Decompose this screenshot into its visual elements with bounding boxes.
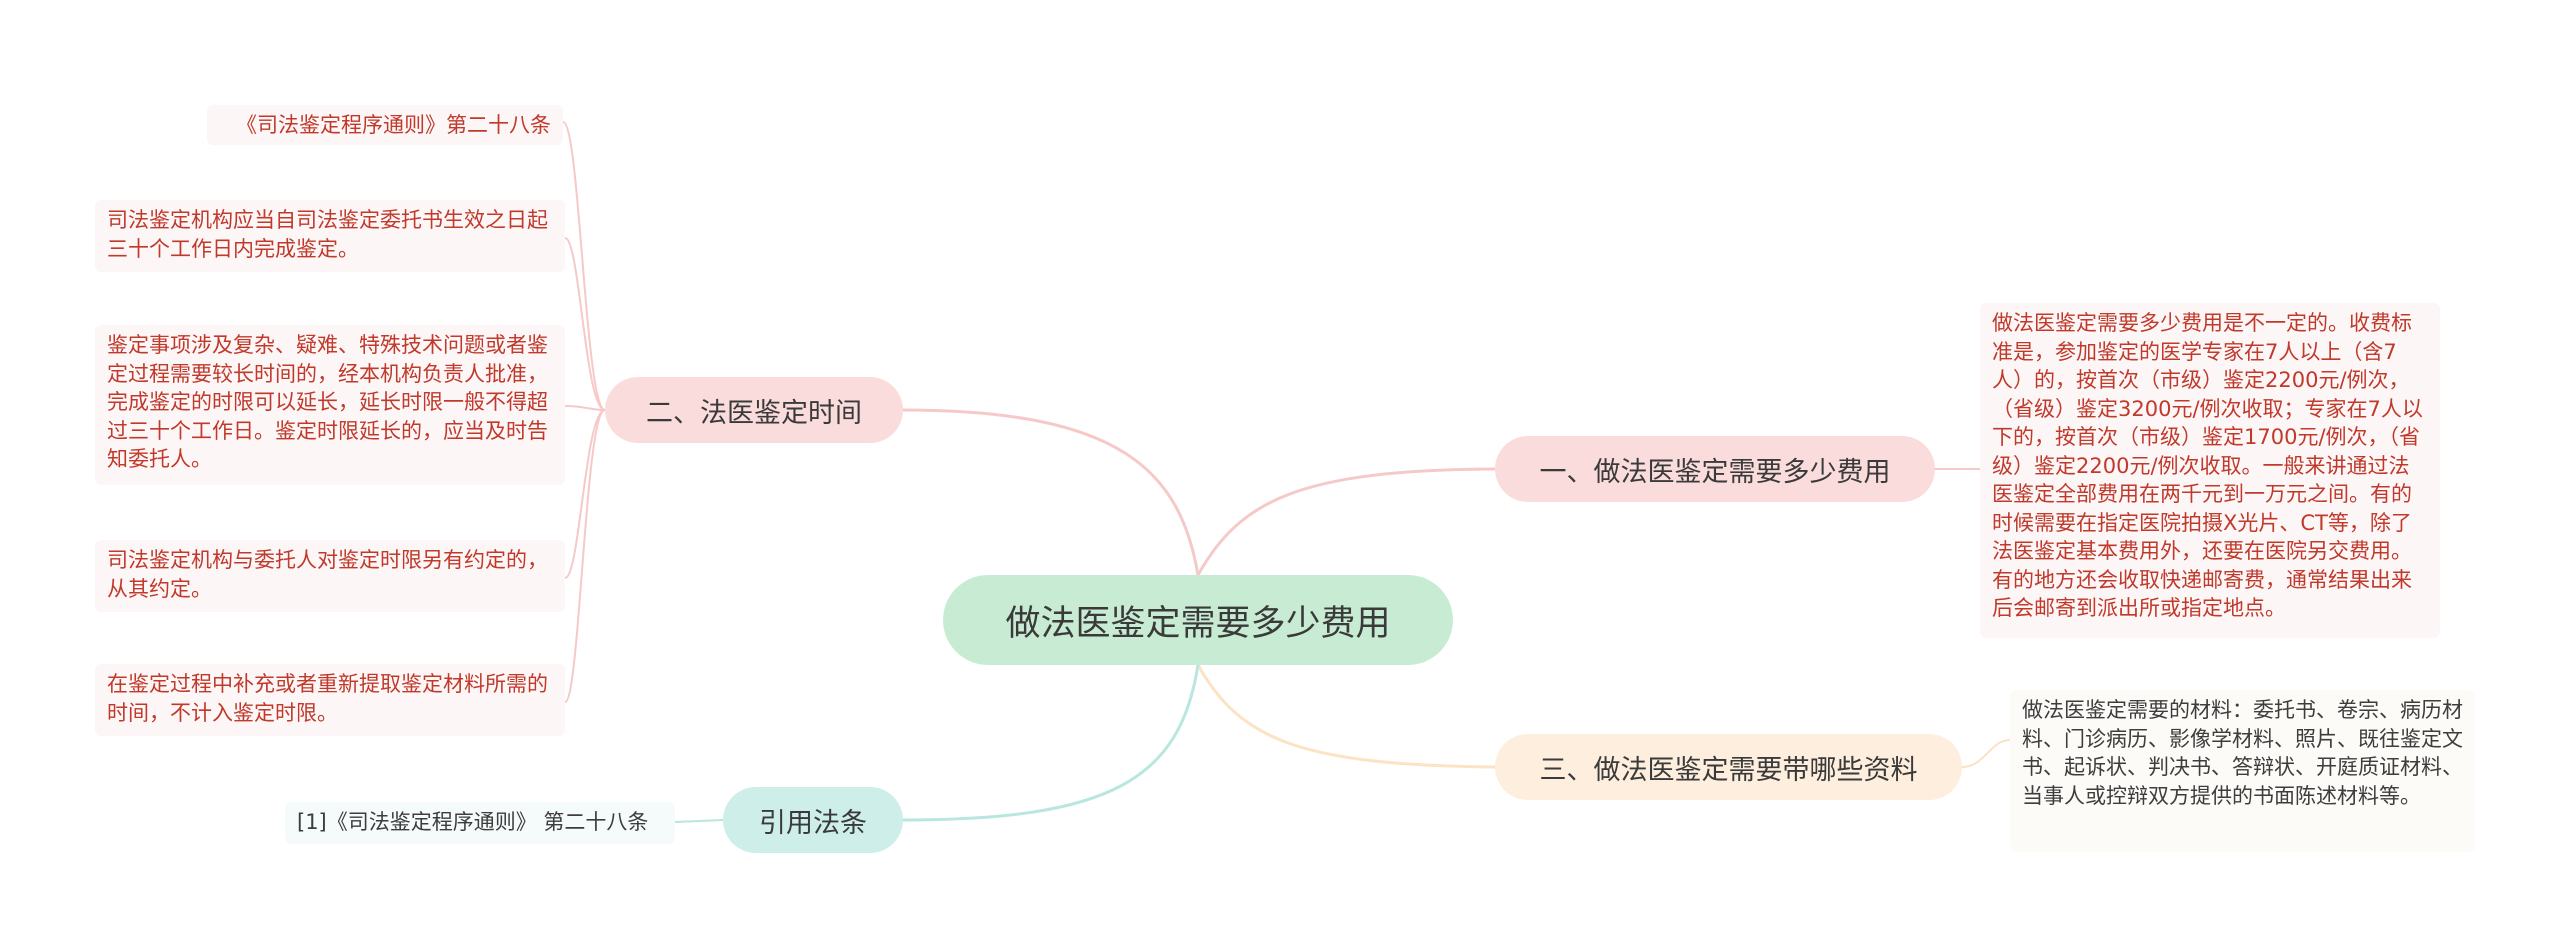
branch-materials[interactable]: 三、做法医鉴定需要带哪些资料 [1495, 734, 1962, 800]
leaf-fee-detail-text: 做法医鉴定需要多少费用是不一定的。收费标准是，参加鉴定的医学专家在7人以上（含7… [1992, 311, 2423, 620]
edge-law-leaf [674, 819, 724, 823]
leaf-time-5-text: 在鉴定过程中补充或者重新提取鉴定材料所需的时间，不计入鉴定时限。 [107, 672, 548, 725]
root-label: 做法医鉴定需要多少费用 [1005, 603, 1391, 644]
leaf-law-citation[interactable]: [1]《司法鉴定程序通则》 第二十八条 [285, 802, 675, 844]
branch-time-label: 二、法医鉴定时间 [646, 397, 862, 429]
branch-law-label: 引用法条 [759, 807, 867, 839]
edge-materials-leaf [1961, 739, 2011, 768]
leaf-time-5: 在鉴定过程中补充或者重新提取鉴定材料所需的时间，不计入鉴定时限。 [95, 664, 565, 736]
edge-time-leaf-2 [564, 237, 606, 411]
leaf-time-2: 司法鉴定机构应当自司法鉴定委托书生效之日起三十个工作日内完成鉴定。 [95, 200, 565, 272]
branch-time[interactable]: 二、法医鉴定时间 [605, 377, 903, 443]
leaf-time-1: 《司法鉴定程序通则》第二十八条 [207, 105, 563, 145]
edge-root-branch-time [902, 408, 1200, 576]
root-node[interactable]: 做法医鉴定需要多少费用 [943, 575, 1453, 665]
leaf-time-3: 鉴定事项涉及复杂、疑难、特殊技术问题或者鉴定过程需要较长时间的，经本机构负责人批… [95, 325, 565, 485]
leaf-law-citation-text: [1]《司法鉴定程序通则》 第二十八条 [297, 810, 649, 834]
branch-fee[interactable]: 一、做法医鉴定需要多少费用 [1495, 436, 1935, 502]
leaf-time-2-text: 司法鉴定机构应当自司法鉴定委托书生效之日起三十个工作日内完成鉴定。 [107, 208, 548, 261]
edge-time-leaf-1 [562, 121, 606, 411]
leaf-materials-detail-text: 做法医鉴定需要的材料：委托书、卷宗、病历材料、门诊病历、影像学材料、照片、既往鉴… [2022, 698, 2463, 808]
branch-materials-label: 三、做法医鉴定需要带哪些资料 [1539, 754, 1918, 786]
edge-root-branch-fee [1196, 467, 1496, 576]
edge-root-branch-law [902, 664, 1200, 822]
leaf-time-1-text: 《司法鉴定程序通则》第二十八条 [236, 113, 551, 137]
branch-law[interactable]: 引用法条 [723, 787, 903, 853]
branch-fee-label: 一、做法医鉴定需要多少费用 [1539, 456, 1891, 488]
leaf-time-3-text: 鉴定事项涉及复杂、疑难、特殊技术问题或者鉴定过程需要较长时间的，经本机构负责人批… [107, 333, 548, 471]
leaf-time-4-text: 司法鉴定机构与委托人对鉴定时限另有约定的，从其约定。 [107, 548, 548, 601]
edge-time-leaf-5 [564, 409, 606, 703]
leaf-time-4: 司法鉴定机构与委托人对鉴定时限另有约定的，从其约定。 [95, 540, 565, 612]
leaf-materials-detail: 做法医鉴定需要的材料：委托书、卷宗、病历材料、门诊病历、影像学材料、照片、既往鉴… [2010, 690, 2475, 852]
edge-time-leaf-4 [564, 409, 606, 579]
edge-time-leaf-3 [564, 405, 606, 411]
leaf-fee-detail: 做法医鉴定需要多少费用是不一定的。收费标准是，参加鉴定的医学专家在7人以上（含7… [1980, 303, 2440, 638]
edge-root-branch-materials [1196, 664, 1496, 769]
